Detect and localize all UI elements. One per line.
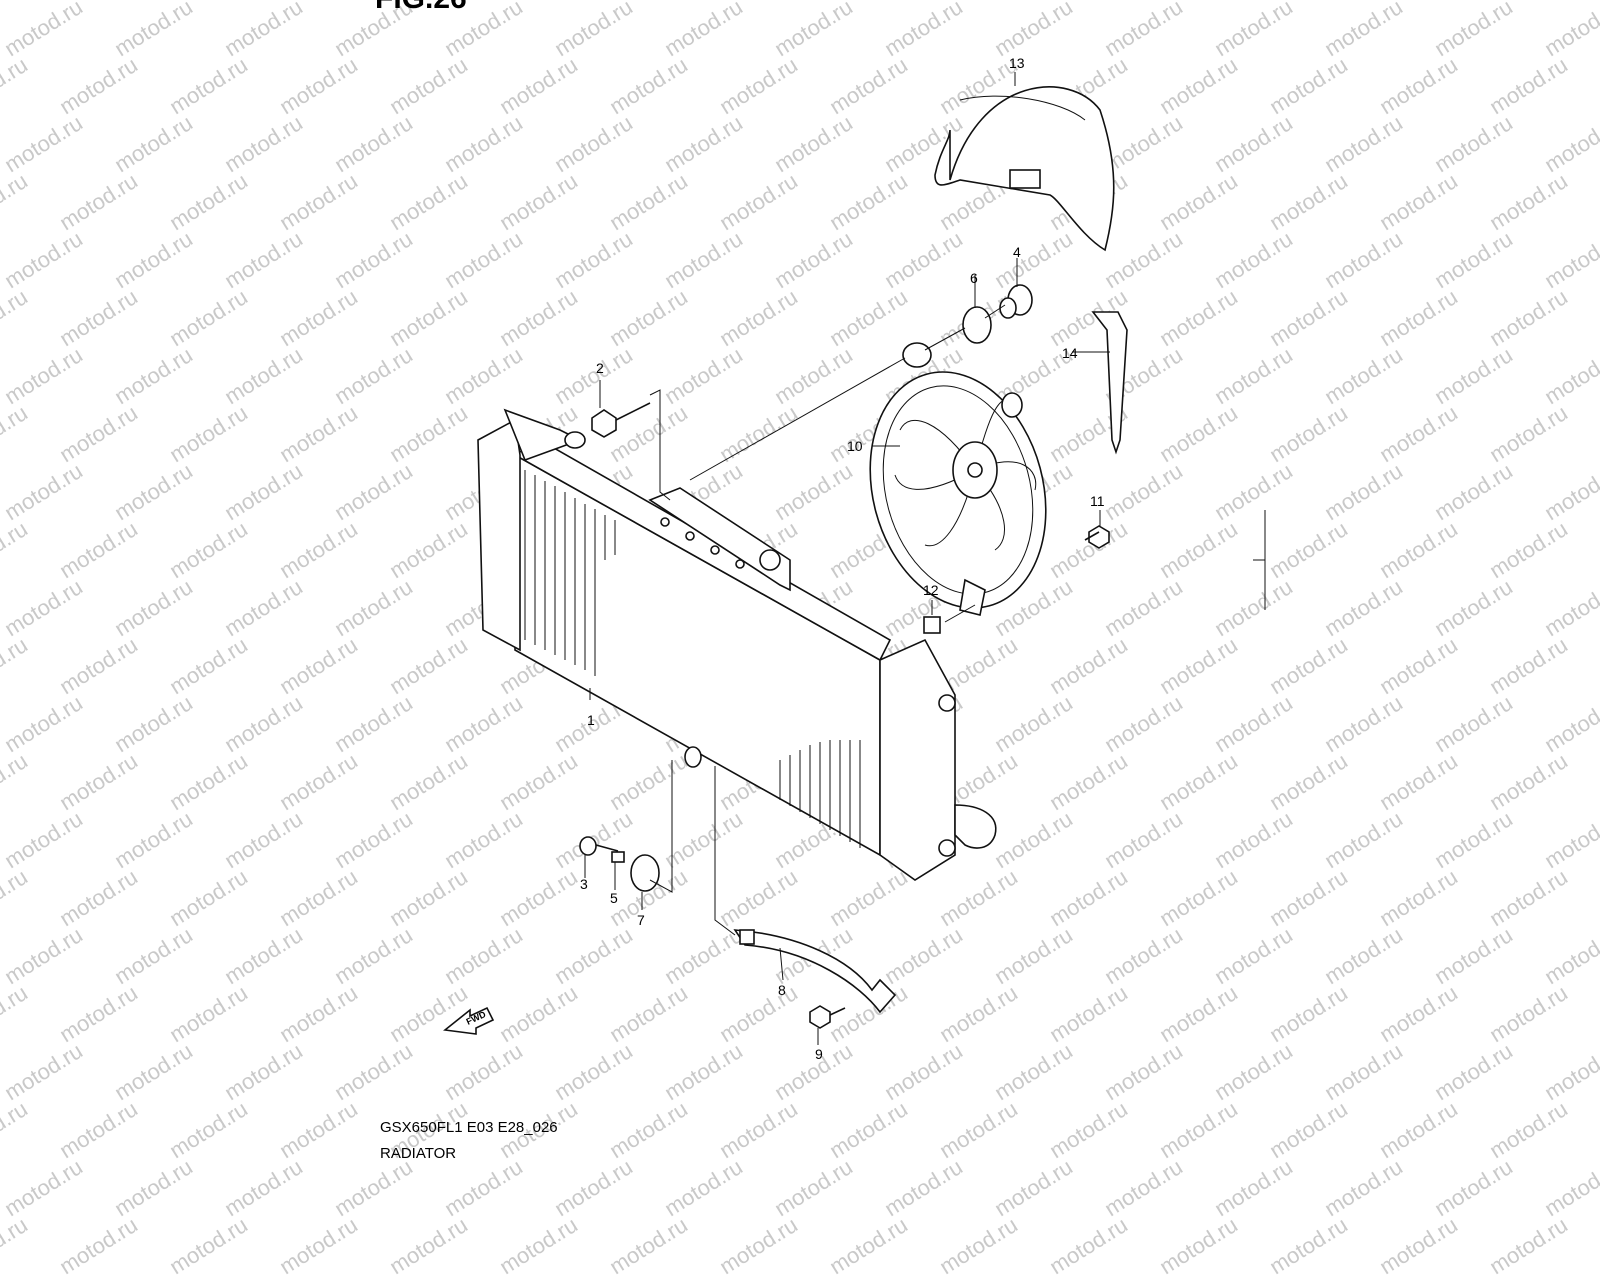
callout-13: 13 — [1009, 55, 1025, 71]
watermark-text: motod.ru — [275, 1211, 362, 1280]
callout-10: 10 — [847, 438, 863, 454]
callout-14: 14 — [1062, 345, 1078, 361]
callout-2: 2 — [596, 360, 604, 376]
fan-part — [869, 342, 1047, 616]
callout-3: 3 — [580, 876, 588, 892]
watermark-text: motod.ru — [1155, 1211, 1242, 1280]
watermark-text: motod.ru — [935, 1211, 1022, 1280]
leader-lines — [584, 72, 1266, 1045]
shroud-part — [934, 86, 1115, 252]
watermark-text: motod.ru — [0, 1211, 32, 1280]
watermark-text: motod.ru — [165, 1211, 252, 1280]
clip-part — [1091, 311, 1128, 455]
watermark-text: motod.ru — [715, 1211, 802, 1280]
watermark-text: motod.ru — [1265, 1211, 1352, 1280]
watermark-text: motod.ru — [1045, 1211, 1132, 1280]
callout-8: 8 — [778, 982, 786, 998]
callout-12: 12 — [923, 582, 939, 598]
watermark-text: motod.ru — [1375, 1211, 1462, 1280]
watermark-text: motod.ru — [1485, 1211, 1572, 1280]
callout-11: 11 — [1090, 493, 1105, 509]
callout-9: 9 — [815, 1046, 823, 1062]
watermark-text: motod.ru — [55, 1211, 142, 1280]
watermark-text: motod.ru — [1595, 1211, 1600, 1280]
fwd-arrow: FWD — [443, 1006, 495, 1035]
callout-5: 5 — [610, 890, 618, 906]
parts-drawing: FWD — [443, 72, 1266, 1045]
watermark-text: motod.ru — [385, 1211, 472, 1280]
diagram-name: RADIATOR — [380, 1145, 457, 1162]
callout-6: 6 — [970, 270, 978, 286]
callout-1: 1 — [587, 712, 595, 728]
watermark-text: motod.ru — [605, 1211, 692, 1280]
watermark-text: motod.ru — [825, 1211, 912, 1280]
callout-7: 7 — [637, 912, 645, 928]
small-parts — [579, 284, 1110, 1029]
radiator-part — [477, 408, 997, 881]
callout-4: 4 — [1013, 244, 1021, 260]
figure-title: FIG.26 — [375, 0, 467, 16]
model-code: GSX650FL1 E03 E28_026 — [380, 1119, 558, 1136]
watermark-text: motod.ru — [495, 1211, 582, 1280]
radiator-fins — [524, 470, 861, 848]
